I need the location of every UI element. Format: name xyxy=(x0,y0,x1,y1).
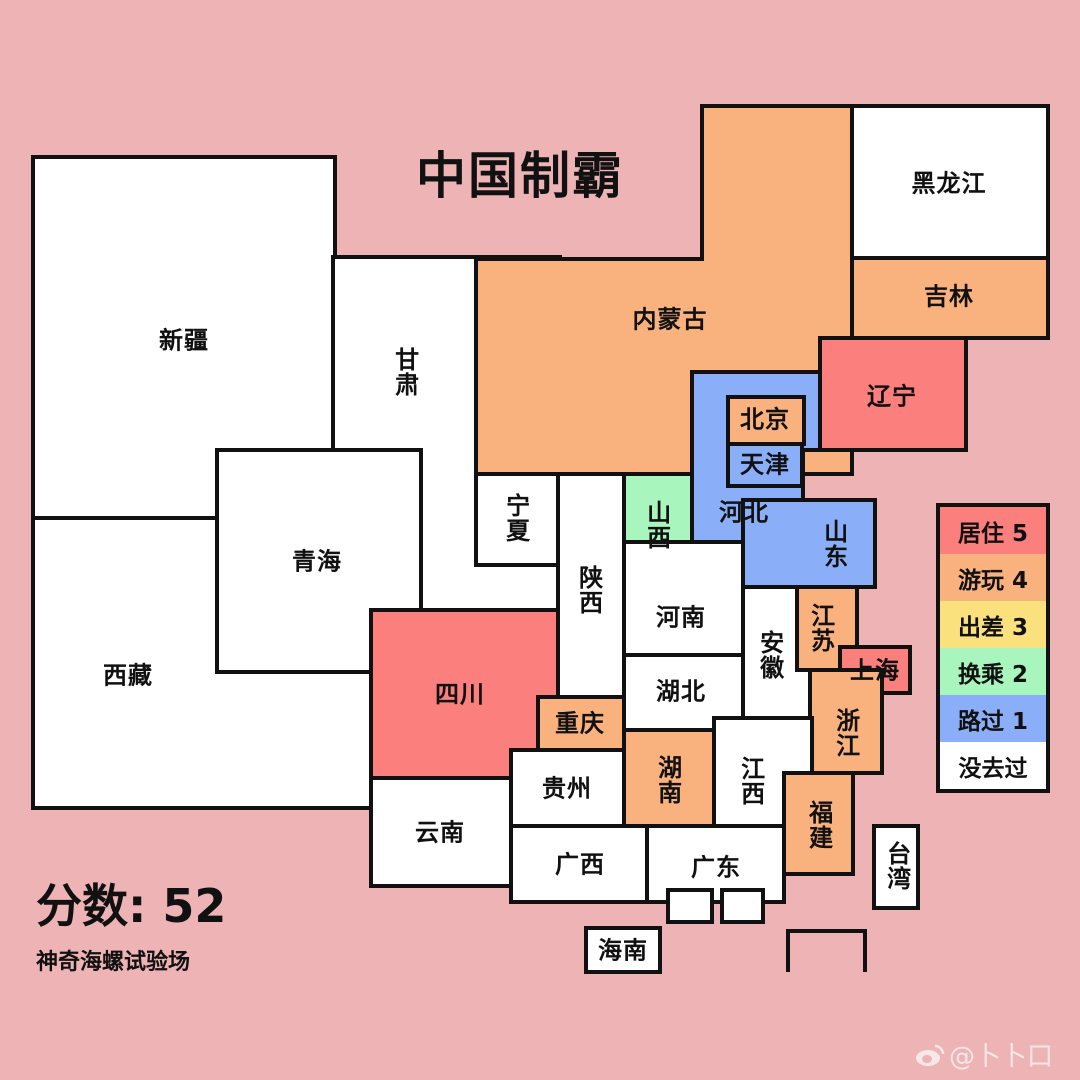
province-天津[interactable] xyxy=(726,442,804,488)
province-label: 内蒙古 xyxy=(632,305,708,334)
province-label: 西藏 xyxy=(103,661,153,690)
legend-item-never: 没去过 xyxy=(940,742,1046,789)
province-label: 天津 xyxy=(740,450,790,479)
province-label: 台湾 xyxy=(882,841,911,891)
province-label: 湖北 xyxy=(656,677,706,706)
province-label: 湖南 xyxy=(653,755,682,805)
legend-item-live: 居住 5 xyxy=(940,507,1046,554)
province-label: 安徽 xyxy=(755,630,784,680)
south-china-sea-inset xyxy=(786,929,867,972)
province-label: 上海 xyxy=(850,656,900,685)
province-label: 河北 xyxy=(719,498,769,527)
province-label: 吉林 xyxy=(924,282,974,311)
province-吉林[interactable] xyxy=(850,256,1050,340)
province-label: 山东 xyxy=(819,519,848,569)
legend-item-pass: 路过 1 xyxy=(940,695,1046,742)
subtitle: 神奇海螺试验场 xyxy=(36,950,191,975)
province-label: 广东 xyxy=(691,853,741,882)
province-label: 黑龙江 xyxy=(911,169,987,198)
province-label: 陕西 xyxy=(574,565,603,615)
legend-item-business: 出差 3 xyxy=(940,601,1046,648)
province-澳门[interactable] xyxy=(666,888,714,924)
province-label: 江苏 xyxy=(806,603,835,653)
province-label: 甘肃 xyxy=(390,347,419,397)
legend-item-transfer: 换乘 2 xyxy=(940,648,1046,695)
province-label: 广西 xyxy=(555,850,605,879)
province-台湾[interactable] xyxy=(872,824,920,910)
province-label: 宁夏 xyxy=(501,493,530,543)
province-河南[interactable] xyxy=(622,540,745,657)
province-label: 山西 xyxy=(642,500,671,550)
province-label: 浙江 xyxy=(831,708,860,758)
province-label: 海南 xyxy=(598,936,648,965)
province-label: 福建 xyxy=(804,800,833,850)
province-label: 四川 xyxy=(435,680,485,709)
province-label: 贵州 xyxy=(542,774,592,803)
province-label: 河南 xyxy=(656,603,706,632)
province-label: 云南 xyxy=(415,818,465,847)
province-label: 北京 xyxy=(740,405,790,434)
page-title: 中国制霸 xyxy=(416,147,624,205)
province-label: 江西 xyxy=(736,756,765,806)
province-label: 重庆 xyxy=(555,709,605,738)
province-海南[interactable] xyxy=(584,926,662,974)
province-label: 新疆 xyxy=(159,326,209,355)
legend: 居住 5 游玩 4 出差 3 换乘 2 路过 1 没去过 xyxy=(936,503,1050,793)
weibo-icon xyxy=(916,1044,945,1066)
province-label: 辽宁 xyxy=(867,382,917,411)
score: 分数: 52 xyxy=(36,879,227,933)
province-label: 青海 xyxy=(292,547,342,576)
watermark: @卜卜口 xyxy=(915,1036,1053,1073)
legend-item-travel: 游玩 4 xyxy=(940,554,1046,601)
province-香港[interactable] xyxy=(720,888,765,924)
watermark-text: @卜卜口 xyxy=(949,1042,1054,1072)
province-广东[interactable] xyxy=(645,824,786,904)
